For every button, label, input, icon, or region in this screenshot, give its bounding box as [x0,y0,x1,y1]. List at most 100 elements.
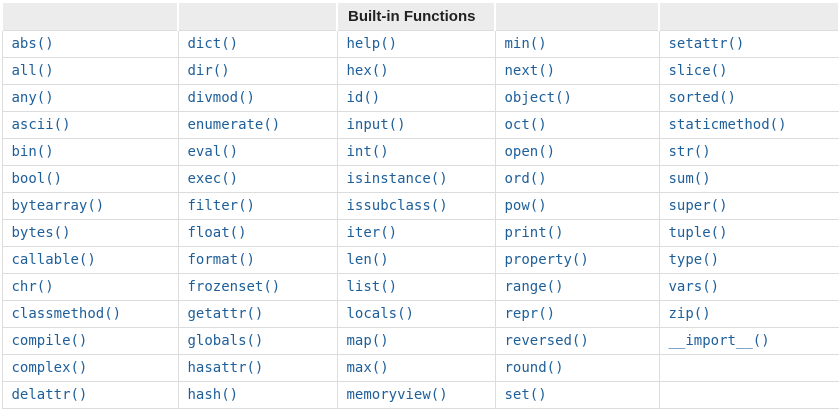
function-link[interactable]: setattr() [668,36,745,52]
empty-cell [658,354,839,382]
header-cell-empty-1 [1,1,179,31]
function-cell: ascii() [1,111,179,139]
function-link[interactable]: vars() [668,279,720,295]
function-cell: repr() [494,300,660,328]
function-link[interactable]: hasattr() [187,360,264,376]
function-link[interactable]: property() [504,252,589,268]
function-link[interactable]: staticmethod() [668,117,787,133]
function-cell: enumerate() [177,111,338,139]
function-link[interactable]: next() [504,63,556,79]
function-link[interactable]: hex() [346,63,389,79]
function-link[interactable]: hash() [187,387,239,403]
function-link[interactable]: oct() [504,117,547,133]
function-cell: iter() [336,219,496,247]
function-link[interactable]: isinstance() [346,171,448,187]
function-link[interactable]: zip() [668,306,711,322]
function-link[interactable]: complex() [11,360,88,376]
function-link[interactable]: frozenset() [187,279,281,295]
function-link[interactable]: issubclass() [346,198,448,214]
function-link[interactable]: exec() [187,171,239,187]
function-link[interactable]: delattr() [11,387,88,403]
function-link[interactable]: object() [504,90,572,106]
function-link[interactable]: eval() [187,144,239,160]
table-header-row: Built-in Functions [1,1,839,31]
function-cell: min() [494,30,660,58]
function-link[interactable]: ord() [504,171,547,187]
function-cell: bytearray() [1,192,179,220]
function-cell: slice() [658,57,839,85]
function-cell: max() [336,354,496,382]
function-link[interactable]: compile() [11,333,88,349]
function-link[interactable]: abs() [11,36,54,52]
function-link[interactable]: ascii() [11,117,71,133]
function-link[interactable]: open() [504,144,556,160]
function-link[interactable]: tuple() [668,225,728,241]
function-cell: set() [494,381,660,409]
function-link[interactable]: round() [504,360,564,376]
function-link[interactable]: float() [187,225,247,241]
function-link[interactable]: print() [504,225,564,241]
function-link[interactable]: all() [11,63,54,79]
function-link[interactable]: filter() [187,198,255,214]
function-link[interactable]: super() [668,198,728,214]
function-link[interactable]: repr() [504,306,556,322]
function-link[interactable]: len() [346,252,389,268]
function-link[interactable]: getattr() [187,306,264,322]
function-link[interactable]: pow() [504,198,547,214]
function-cell: sum() [658,165,839,193]
function-link[interactable]: locals() [346,306,414,322]
function-link[interactable]: classmethod() [11,306,122,322]
function-cell: bool() [1,165,179,193]
function-link[interactable]: input() [346,117,406,133]
table-row: classmethod() getattr() locals() repr() zip(… [1,300,839,328]
function-link[interactable]: range() [504,279,564,295]
function-link[interactable]: dir() [187,63,230,79]
function-link[interactable]: __import__() [668,333,770,349]
table-row: callable() format() len() property() type() [1,246,839,274]
function-link[interactable]: set() [504,387,547,403]
function-link[interactable]: min() [504,36,547,52]
function-link[interactable]: map() [346,333,389,349]
function-link[interactable]: callable() [11,252,96,268]
function-link[interactable]: bytes() [11,225,71,241]
function-link[interactable]: help() [346,36,398,52]
function-cell: len() [336,246,496,274]
function-link[interactable]: bytearray() [11,198,105,214]
function-link[interactable]: int() [346,144,389,160]
table-row: abs() dict() help() min() setattr() [1,30,839,58]
function-link[interactable]: format() [187,252,255,268]
function-link[interactable]: max() [346,360,389,376]
function-cell: vars() [658,273,839,301]
function-link[interactable]: chr() [11,279,54,295]
function-link[interactable]: type() [668,252,720,268]
function-cell: hash() [177,381,338,409]
function-cell: list() [336,273,496,301]
function-link[interactable]: id() [346,90,381,106]
header-cell-empty-4 [494,1,660,31]
function-link[interactable]: list() [346,279,398,295]
function-link[interactable]: bool() [11,171,63,187]
function-link[interactable]: str() [668,144,711,160]
table-body: abs() dict() help() min() setattr() all() dir(… [1,30,839,409]
function-cell: classmethod() [1,300,179,328]
function-cell: object() [494,84,660,112]
function-link[interactable]: divmod() [187,90,255,106]
function-link[interactable]: sum() [668,171,711,187]
function-link[interactable]: reversed() [504,333,589,349]
function-cell: any() [1,84,179,112]
function-link[interactable]: bin() [11,144,54,160]
function-link[interactable]: globals() [187,333,264,349]
function-link[interactable]: dict() [187,36,239,52]
table-row: delattr() hash() memoryview() set() [1,381,839,409]
function-link[interactable]: any() [11,90,54,106]
function-link[interactable]: sorted() [668,90,736,106]
function-link[interactable]: iter() [346,225,398,241]
function-cell: int() [336,138,496,166]
function-cell: staticmethod() [658,111,839,139]
function-link[interactable]: enumerate() [187,117,281,133]
function-link[interactable]: slice() [668,63,728,79]
header-cell-empty-2 [177,1,338,31]
function-cell: eval() [177,138,338,166]
function-link[interactable]: memoryview() [346,387,448,403]
